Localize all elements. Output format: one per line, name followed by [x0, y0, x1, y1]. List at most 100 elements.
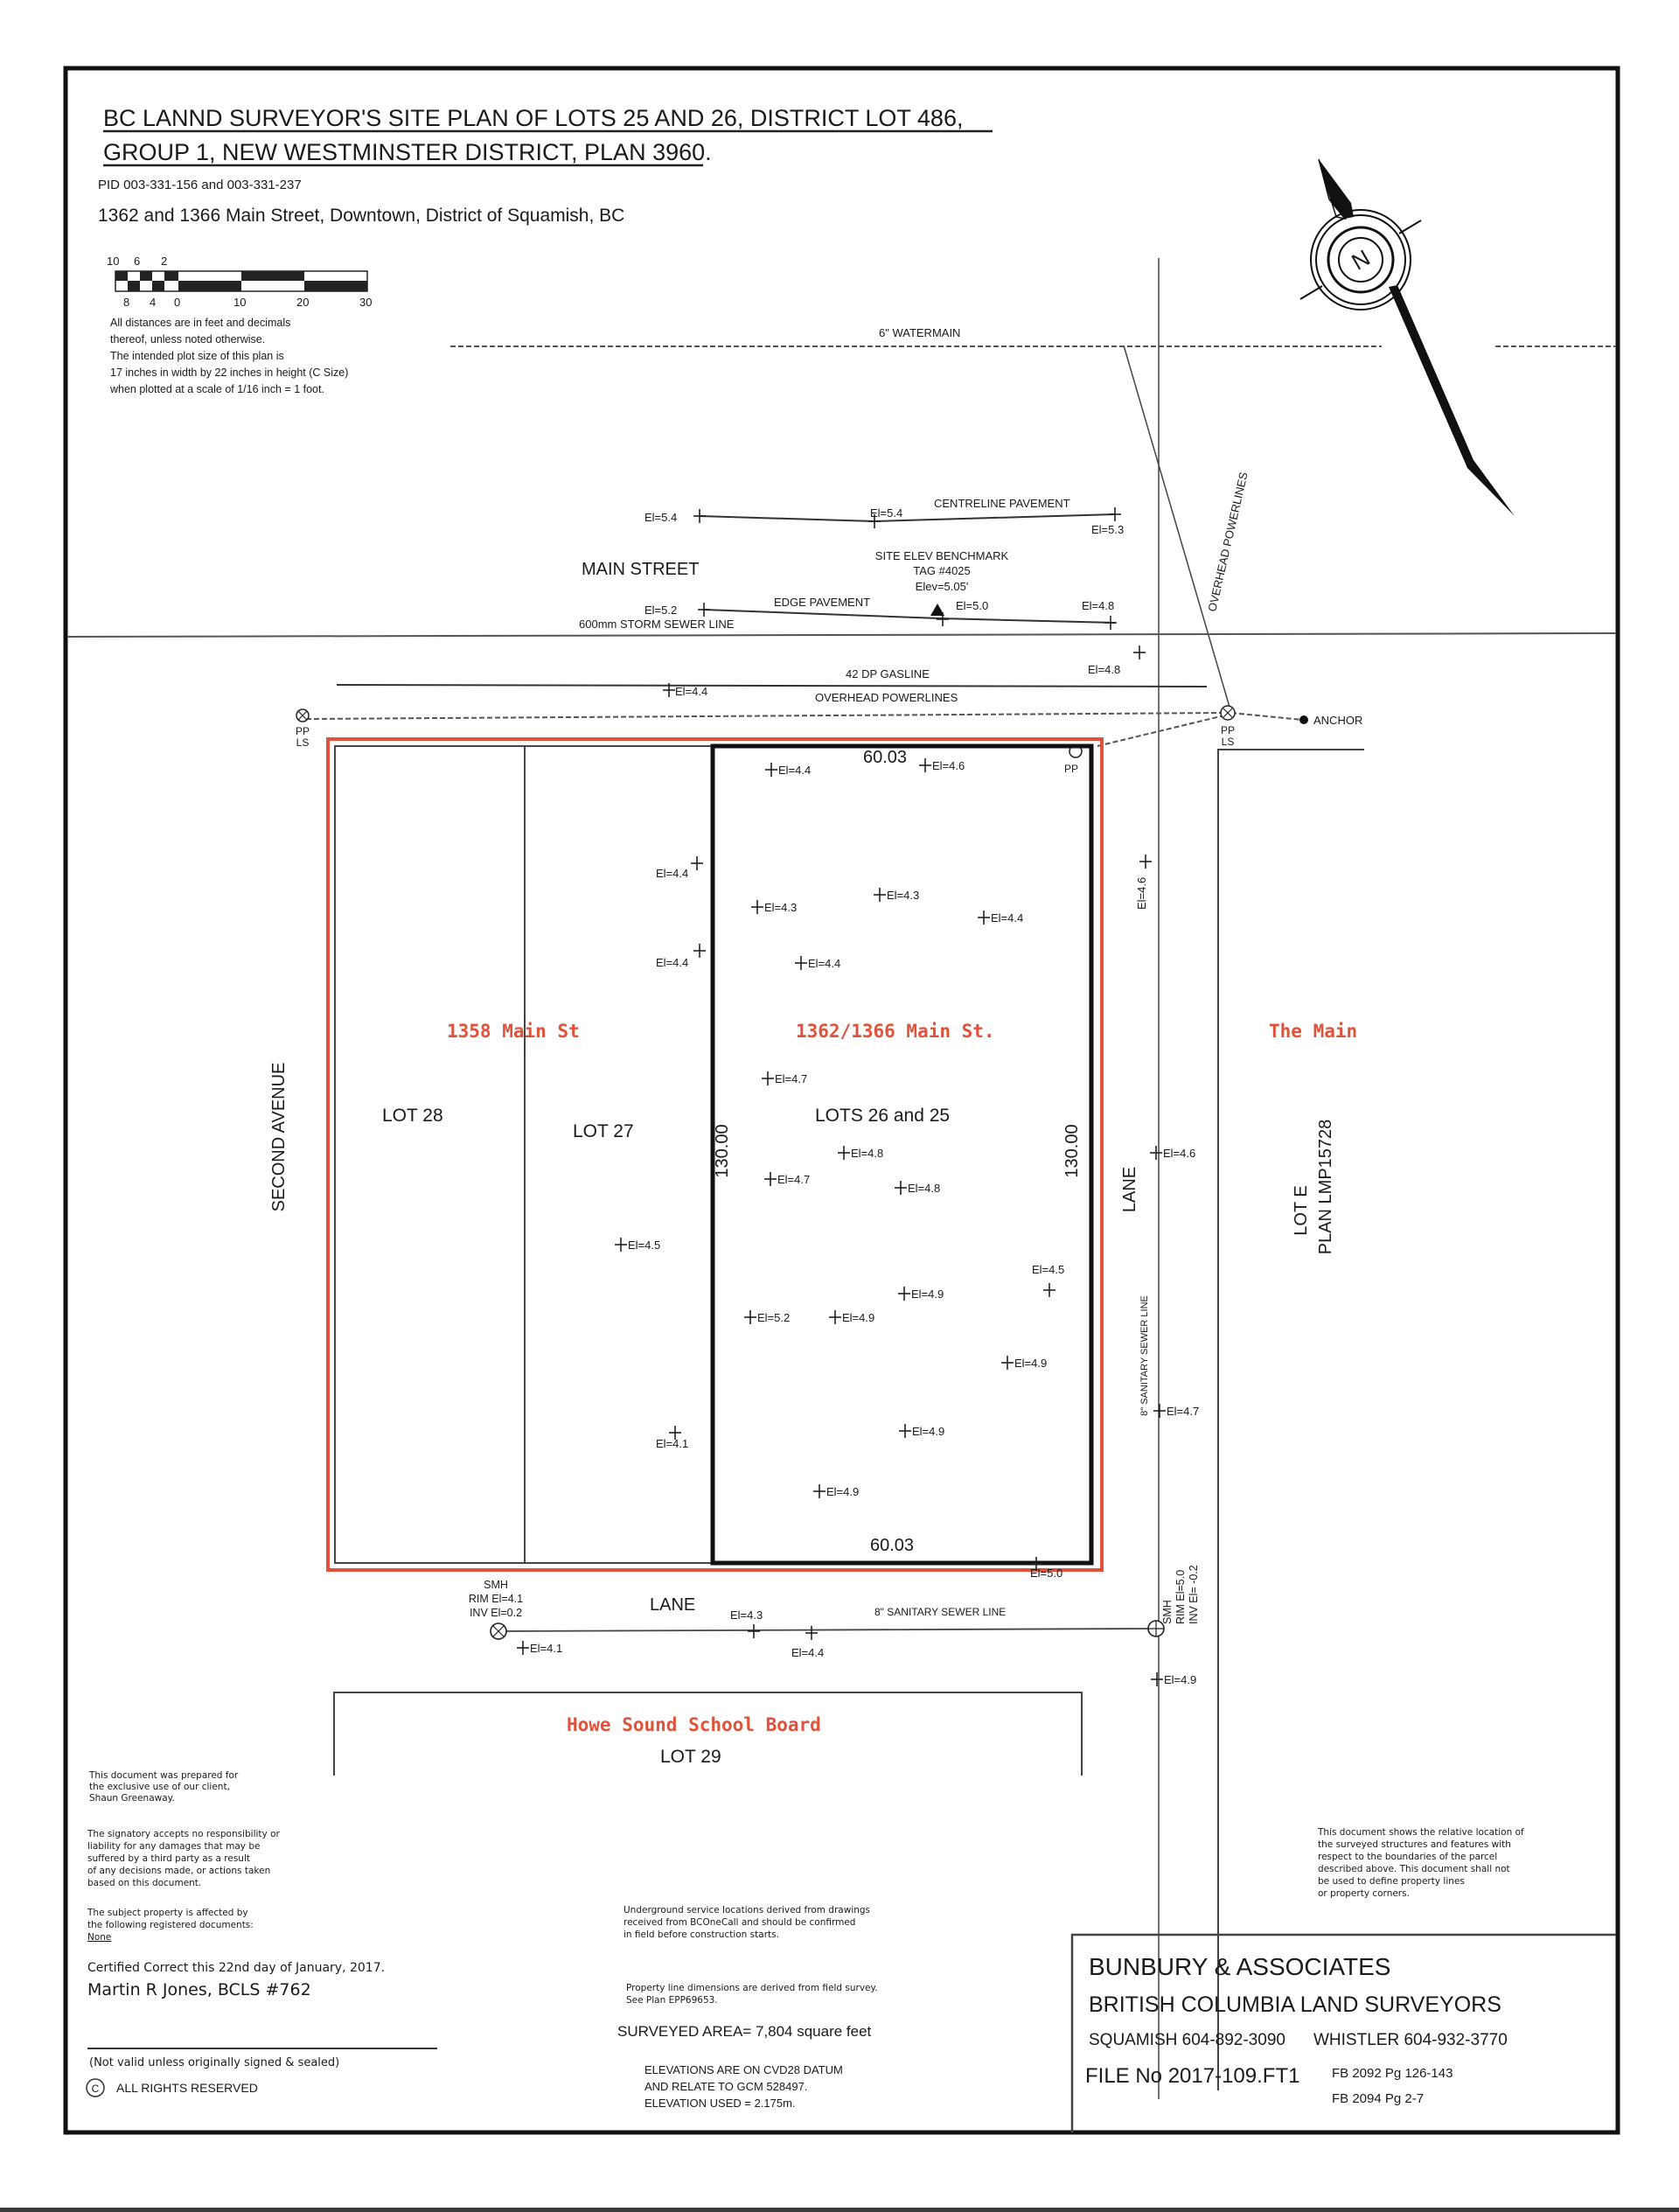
notes-right: This document shows the relative locatio… [1317, 1827, 1524, 1899]
anchor-label: ANCHOR [1313, 714, 1362, 727]
relative-note-2: the surveyed structures and features wit… [1318, 1839, 1511, 1850]
relative-note-3: respect to the boundaries of the parcel [1318, 1852, 1497, 1862]
elevation-label: El=4.4 [791, 1646, 824, 1659]
elevation-point: El=5.4 [644, 509, 706, 524]
scale-tick-b4: 4 [150, 296, 156, 309]
title-line-1: BC LANND SURVEYOR'S SITE PLAN OF LOTS 25… [103, 105, 963, 131]
benchmark-line-3: Elev=5.05' [916, 580, 969, 593]
pid-text: PID 003-331-156 and 003-331-237 [98, 178, 302, 192]
elevation-label: El=4.7 [1167, 1405, 1199, 1418]
lot-29-label: LOT 29 [660, 1747, 721, 1767]
elevation-point: El=5.2 [744, 1310, 790, 1324]
title-line-2: GROUP 1, NEW WESTMINSTER DISTRICT, PLAN … [103, 139, 712, 165]
scale-tick-b10: 10 [233, 296, 246, 309]
elevation-label: El=4.5 [628, 1239, 660, 1252]
relative-note-1: This document shows the relative locatio… [1317, 1827, 1524, 1838]
elevation-label: El=4.1 [656, 1437, 688, 1450]
elevation-point: El=4.7 [1153, 1404, 1199, 1418]
elevation-point: El=4.5 [1032, 1263, 1064, 1297]
elevation-label: El=5.2 [757, 1311, 790, 1324]
registered-note-1: The subject property is affected by [87, 1908, 248, 1918]
elevation-label: El=4.4 [991, 911, 1023, 925]
elevation-point: El=4.8 [1082, 599, 1117, 630]
elevation-label: El=4.6 [1135, 877, 1148, 910]
elevation-label: El=5.2 [644, 604, 677, 617]
lots-26-25-label: LOTS 26 and 25 [815, 1106, 950, 1126]
registered-note-2: the following registered documents: [87, 1920, 254, 1930]
elevation-point: El=4.4 [795, 956, 840, 970]
underground-note-2: received from BCOneCall and should be co… [624, 1917, 855, 1928]
datum-note-1: ELEVATIONS ARE ON CVD28 DATUM [644, 2063, 843, 2076]
underground-note-1: Underground service locations derived fr… [624, 1905, 870, 1915]
liability-note-1: The signatory accepts no responsibility … [87, 1829, 281, 1839]
the-main-parcel-boundary [1217, 749, 1364, 2090]
power-pole-site: PP [1064, 744, 1083, 775]
scale-note-1: All distances are in feet and decimals [110, 317, 290, 329]
storm-sewer-line [66, 632, 1617, 638]
client-note-3: Shaun Greenaway. [89, 1793, 175, 1804]
ls-label: LS [296, 736, 310, 749]
elevation-point: El=4.6 [1150, 1146, 1195, 1160]
elevation-point: El=4.8 [838, 1146, 883, 1160]
scale-note-4: 17 inches in width by 22 inches in heigh… [110, 366, 348, 379]
lane-east-label: LANE [1120, 1167, 1139, 1212]
elevation-label: El=4.5 [1032, 1263, 1064, 1276]
copyright-icon [86, 2078, 105, 2097]
bottom-edge-bar [0, 2208, 1679, 2212]
registered-value: None [87, 1932, 111, 1943]
elevation-point: El=4.3 [730, 1608, 763, 1638]
elevation-point: El=4.8 [1088, 645, 1146, 676]
elevation-point: El=4.4 [663, 683, 707, 698]
liability-note-3: suffered by a third party as a result [87, 1853, 250, 1864]
elevation-point: El=4.3 [874, 888, 919, 902]
elevation-label: El=5.4 [870, 506, 902, 520]
elevation-label: El=4.4 [675, 685, 707, 698]
property-line-note-1: Property line dimensions are derived fro… [626, 1983, 878, 1993]
sanitary-sewer-vertical-label: 8" SANITARY SEWER LINE [1139, 1295, 1150, 1416]
elevation-point: El=4.4 [765, 763, 811, 777]
elevation-label: El=4.7 [777, 1173, 810, 1186]
elevation-label: El=4.4 [808, 957, 840, 970]
elevation-label: El=4.9 [826, 1485, 859, 1498]
drawing-frame [63, 66, 1620, 2135]
elevation-label: El=5.3 [1091, 523, 1124, 536]
overhead-powerlines-label: OVERHEAD POWERLINES [815, 691, 958, 704]
lot-e-label: LOT E [1292, 1185, 1311, 1235]
benchmark-line-1: SITE ELEV BENCHMARK [875, 549, 1009, 562]
centreline-pavement-label: CENTRELINE PAVEMENT [934, 497, 1070, 510]
elevation-point: El=4.6 [1135, 855, 1152, 910]
gasline-label: 42 DP GASLINE [846, 667, 930, 680]
scale-note-5: when plotted at a scale of 1/16 inch = 1… [109, 383, 324, 395]
elevation-label: El=4.9 [912, 1425, 944, 1438]
liability-note-2: liability for any damages that may be [87, 1841, 260, 1852]
scale-tick-b30: 30 [359, 296, 372, 309]
sanitary-sewer-line [498, 1628, 1155, 1632]
property-line-note-2: See Plan EPP69653. [626, 1995, 718, 2006]
overhead-powerline-horizontal [305, 712, 1225, 720]
red-property-outline [326, 737, 1104, 1572]
client-note-2: the exclusive use of our client, [89, 1782, 230, 1792]
dimension-right: 130.00 [1062, 1124, 1082, 1177]
squamish-phone: SQUAMISH 604-892-3090 [1089, 2031, 1285, 2049]
scale-note-2: thereof, unless noted otherwise. [110, 333, 265, 345]
scale-tick-b20: 20 [296, 296, 309, 309]
elevation-point: El=4.9 [813, 1484, 859, 1498]
edge-pavement-line [703, 609, 1116, 624]
elevation-point: El=4.9 [1001, 1356, 1047, 1370]
elevation-point: El=4.9 [899, 1424, 944, 1438]
elevation-label: El=4.3 [730, 1608, 763, 1622]
benchmark-line-2: TAG #4025 [913, 564, 971, 577]
anchor-guy-line [1230, 712, 1304, 721]
liability-note-5: based on this document. [87, 1878, 201, 1888]
smh-label-right: SMH [1161, 1600, 1174, 1624]
elevation-label: El=4.3 [764, 901, 797, 914]
scale-bar: 10 6 2 8 4 0 10 20 30 All distances are … [107, 255, 372, 395]
elevation-label: El=4.8 [908, 1182, 940, 1195]
title-block-border [1070, 1933, 1616, 2132]
field-book-1: FB 2092 Pg 126-143 [1332, 2066, 1453, 2081]
pp-label: PP [296, 725, 310, 737]
scale-tick-b0: 0 [174, 296, 180, 309]
elevation-label: El=4.4 [778, 764, 811, 777]
school-board-label: Howe Sound School Board [567, 1714, 821, 1735]
elevation-label: El=4.6 [1163, 1147, 1195, 1160]
